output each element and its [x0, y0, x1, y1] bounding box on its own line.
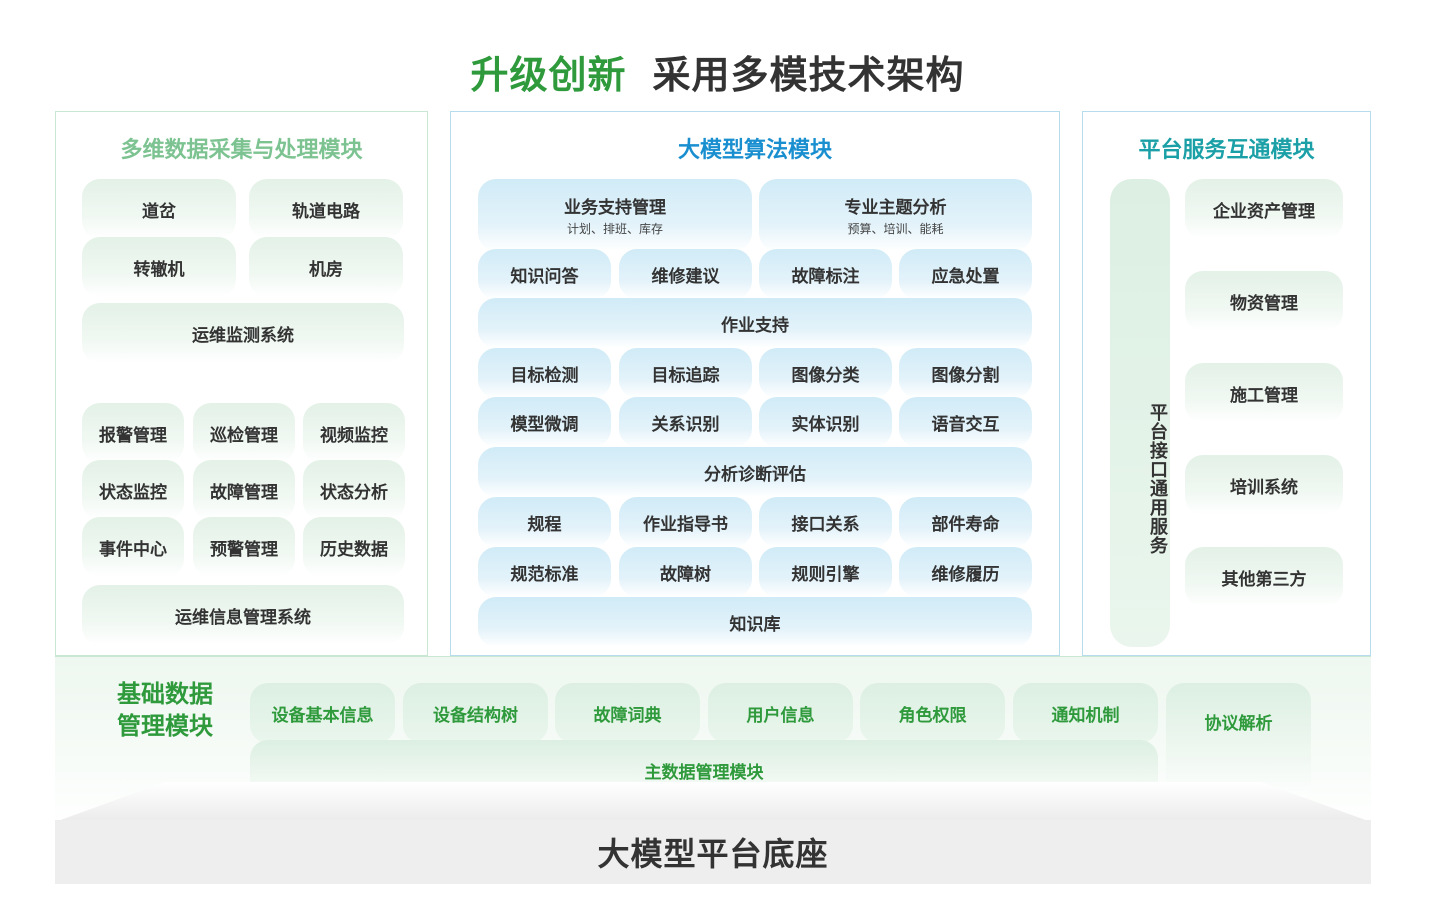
- node-operation-support: 作业支持: [478, 298, 1032, 348]
- node-fault-tree: 故障树: [619, 547, 752, 597]
- title-rest: 采用多模技术架构: [652, 53, 965, 97]
- business-support-label: 业务支持管理: [564, 198, 666, 218]
- node-maintenance-advice: 维修建议: [619, 249, 752, 299]
- node-alarm-management: 报警管理: [82, 403, 184, 463]
- node-track-circuit: 轨道电路: [249, 179, 403, 239]
- topic-analysis-sub: 预算、培训、能耗: [847, 222, 944, 236]
- node-status-monitoring: 状态监控: [82, 460, 184, 520]
- node-relation-recognition: 关系识别: [619, 397, 752, 447]
- node-material-management: 物资管理: [1185, 271, 1343, 331]
- node-construction-management: 施工管理: [1185, 363, 1343, 423]
- base-module-title: 基础数据 管理模块: [95, 678, 235, 742]
- node-knowledge-qa: 知识问答: [478, 249, 611, 299]
- node-event-center: 事件中心: [82, 517, 184, 577]
- node-interface-relation: 接口关系: [759, 497, 892, 547]
- node-inspection-management: 巡检管理: [193, 403, 295, 463]
- node-model-finetune: 模型微调: [478, 397, 611, 447]
- business-support-sub: 计划、排班、库存: [566, 222, 663, 236]
- data-module-title: 多维数据采集与处理模块: [120, 138, 363, 163]
- node-status-analysis: 状态分析: [303, 460, 405, 520]
- node-device-info: 设备基本信息: [250, 683, 395, 743]
- node-fault-dictionary: 故障词典: [555, 683, 700, 743]
- node-machine-room: 机房: [249, 237, 403, 297]
- node-target-tracking: 目标追踪: [619, 348, 752, 398]
- topic-analysis-label: 专业主题分析: [844, 198, 947, 218]
- node-topic-analysis: 专业主题分析 预算、培训、能耗: [759, 179, 1032, 251]
- node-user-info: 用户信息: [708, 683, 853, 743]
- node-fault-management: 故障管理: [193, 460, 295, 520]
- node-switch-machine: 转辙机: [82, 237, 236, 297]
- node-knowledge-base: 知识库: [478, 597, 1032, 647]
- node-daocha: 道岔: [82, 179, 236, 239]
- node-diagnosis-evaluation: 分析诊断评估: [478, 447, 1032, 497]
- node-interface-service: 平台接口通用服务: [1110, 179, 1170, 647]
- node-rule-engine: 规则引擎: [759, 547, 892, 597]
- node-maintenance-history: 维修履历: [899, 547, 1032, 597]
- node-standards: 规范标准: [478, 547, 611, 597]
- node-target-detection: 目标检测: [478, 348, 611, 398]
- node-history-data: 历史数据: [303, 517, 405, 577]
- node-image-segmentation: 图像分割: [899, 348, 1032, 398]
- title-highlight: 升级创新: [470, 53, 627, 97]
- platform-module-title: 平台服务互通模块: [1138, 138, 1315, 163]
- node-fault-annotation: 故障标注: [759, 249, 892, 299]
- node-work-instruction: 作业指导书: [619, 497, 752, 547]
- node-notification: 通知机制: [1013, 683, 1158, 743]
- node-regulation: 规程: [478, 497, 611, 547]
- node-role-permission: 角色权限: [860, 683, 1005, 743]
- node-image-classification: 图像分类: [759, 348, 892, 398]
- node-video-monitoring: 视频监控: [303, 403, 405, 463]
- node-training-system: 培训系统: [1185, 455, 1343, 515]
- platform-base-bevel: [55, 782, 1371, 822]
- node-monitoring-system: 运维监测系统: [82, 303, 404, 363]
- node-device-tree: 设备结构树: [403, 683, 548, 743]
- node-asset-management: 企业资产管理: [1185, 179, 1343, 239]
- node-component-life: 部件寿命: [899, 497, 1032, 547]
- node-entity-recognition: 实体识别: [759, 397, 892, 447]
- node-third-party: 其他第三方: [1185, 547, 1343, 607]
- node-voice-interaction: 语音交互: [899, 397, 1032, 447]
- base-module-title-line1: 基础数据: [117, 680, 213, 708]
- node-emergency-handling: 应急处置: [899, 249, 1032, 299]
- algo-module-title: 大模型算法模块: [677, 138, 832, 163]
- diagram-title: 升级创新采用多模技术架构: [0, 44, 1435, 99]
- node-business-support: 业务支持管理 计划、排班、库存: [478, 179, 752, 251]
- platform-base: 大模型平台底座: [55, 820, 1371, 884]
- base-module-title-line2: 管理模块: [117, 712, 213, 740]
- node-info-management-system: 运维信息管理系统: [82, 585, 404, 645]
- node-warning-management: 预警管理: [193, 517, 295, 577]
